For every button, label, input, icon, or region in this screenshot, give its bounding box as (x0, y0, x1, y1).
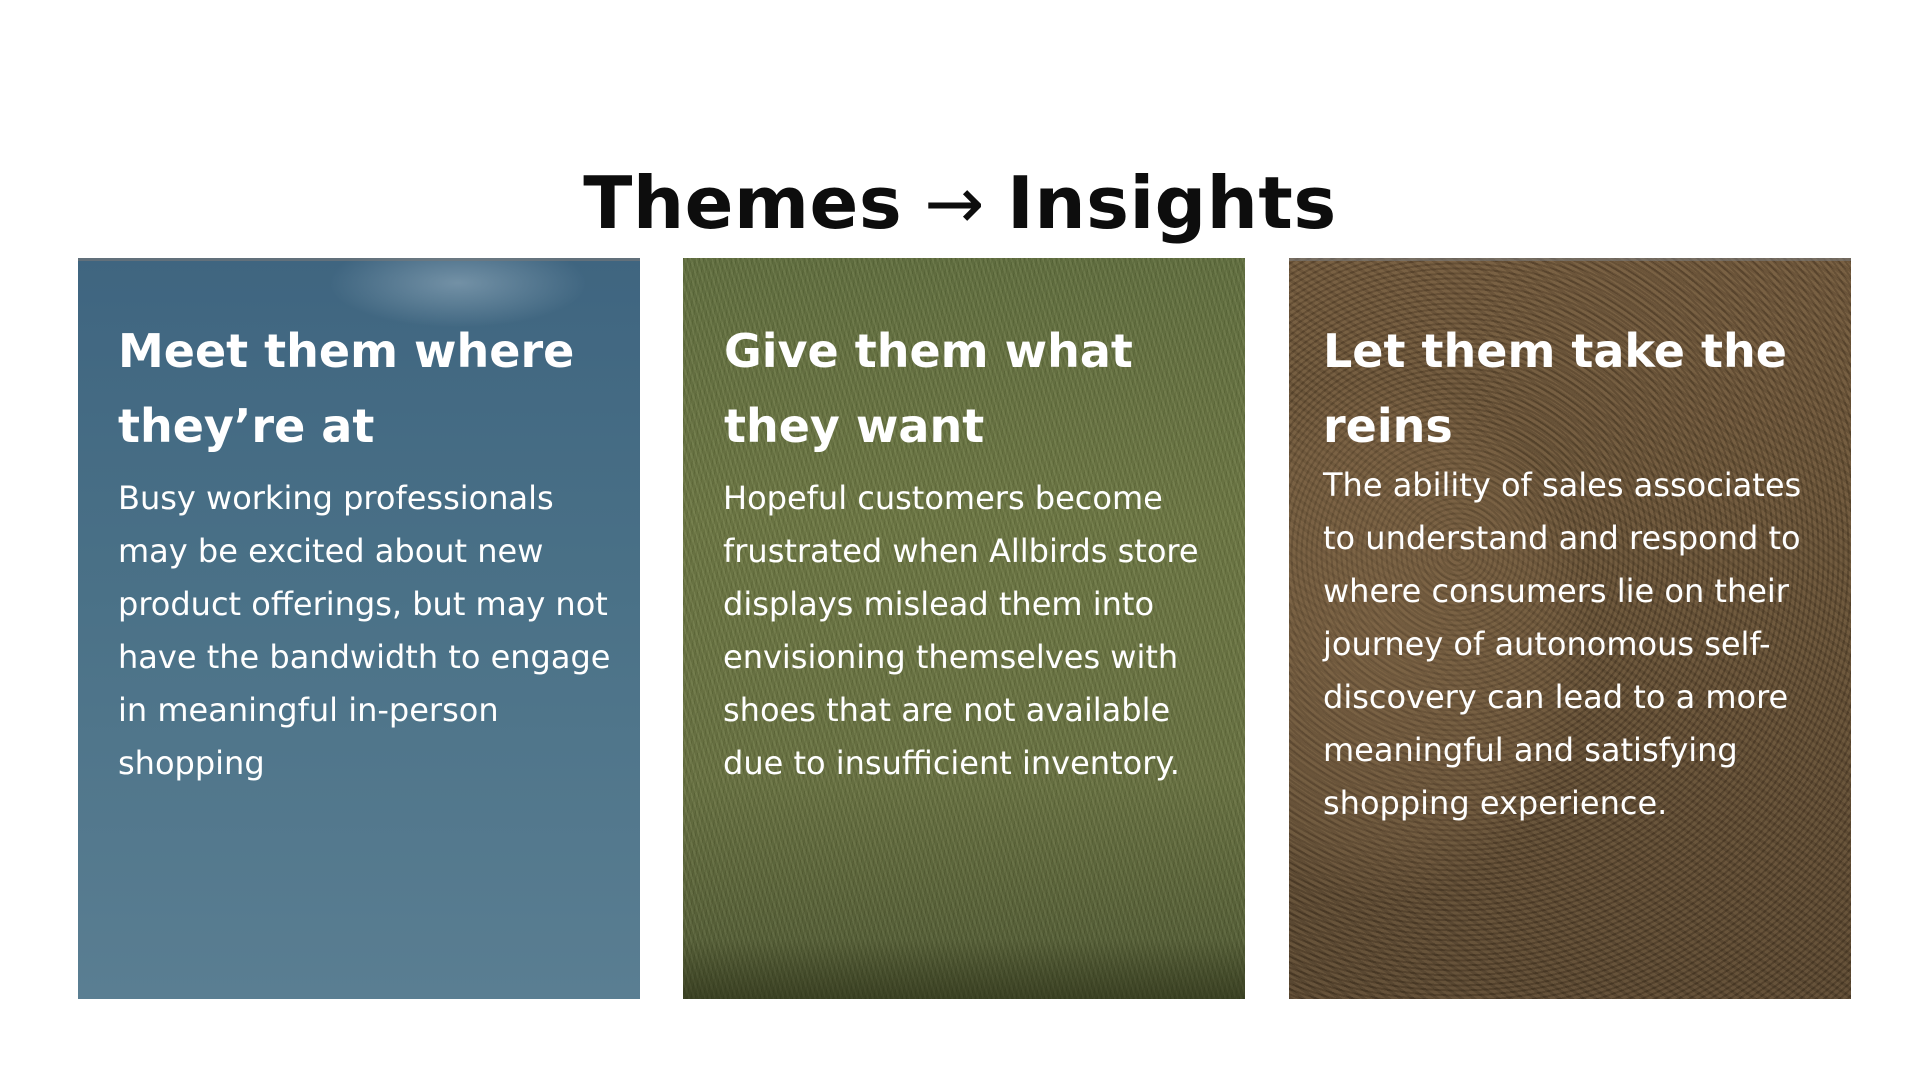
card-heading: Let them take the reins (1323, 324, 1787, 453)
title-insights: Insights (1007, 161, 1337, 246)
title-themes: Themes (583, 161, 903, 246)
card-divider (1289, 258, 1851, 261)
card-meet-them: Meet them where they’re at Busy working … (78, 258, 640, 999)
card-body: Busy working professionals may be excite… (118, 479, 611, 782)
arrow-right-icon: → (924, 161, 986, 246)
card-heading: Give them what they want (724, 324, 1133, 453)
card-body: The ability of sales associates to under… (1323, 466, 1802, 822)
card-let-them: Let them take the reins The ability of s… (1289, 258, 1851, 999)
card-body: Hopeful customers become frustrated when… (723, 479, 1199, 782)
card-heading: Meet them where they’re at (118, 324, 575, 453)
card-give-them: Give them what they want Hopeful custome… (683, 258, 1245, 999)
card-divider (78, 258, 640, 261)
slide-title: Themes→Insights (0, 153, 1920, 253)
